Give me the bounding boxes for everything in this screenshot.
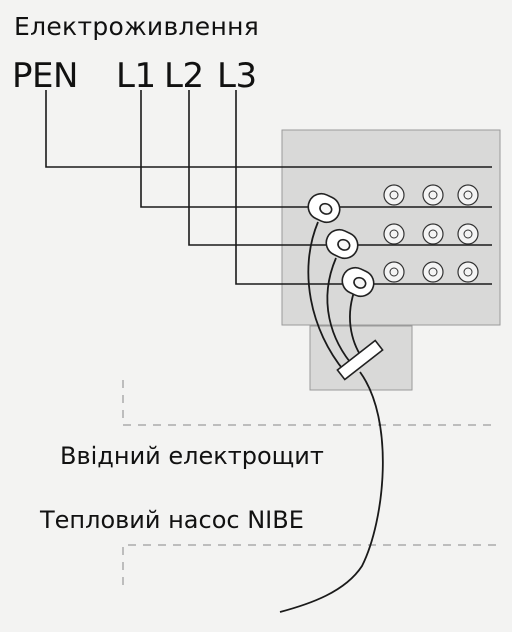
wire-l2: [188, 90, 492, 246]
distribution-panel-label: Ввідний електрощит: [60, 442, 324, 470]
power-supply-title: Електроживлення: [14, 12, 260, 41]
cable-clamp-icon: [336, 339, 384, 381]
heat-pump-label: Тепловий насос NIBE: [40, 506, 304, 534]
current-sensor-icon: [307, 192, 375, 298]
wire-pen: [45, 90, 492, 168]
phase-label-pen: PEN: [12, 56, 78, 96]
wire-l3: [235, 90, 492, 285]
phase-label-l2: L2: [164, 56, 204, 96]
phase-wires: [45, 90, 492, 285]
phase-label-l1: L1: [116, 56, 156, 96]
wire-l1: [140, 90, 492, 208]
dashed-outline: [122, 380, 496, 585]
phase-label-l3: L3: [217, 56, 257, 96]
terminal-screw-icon: [383, 184, 479, 283]
